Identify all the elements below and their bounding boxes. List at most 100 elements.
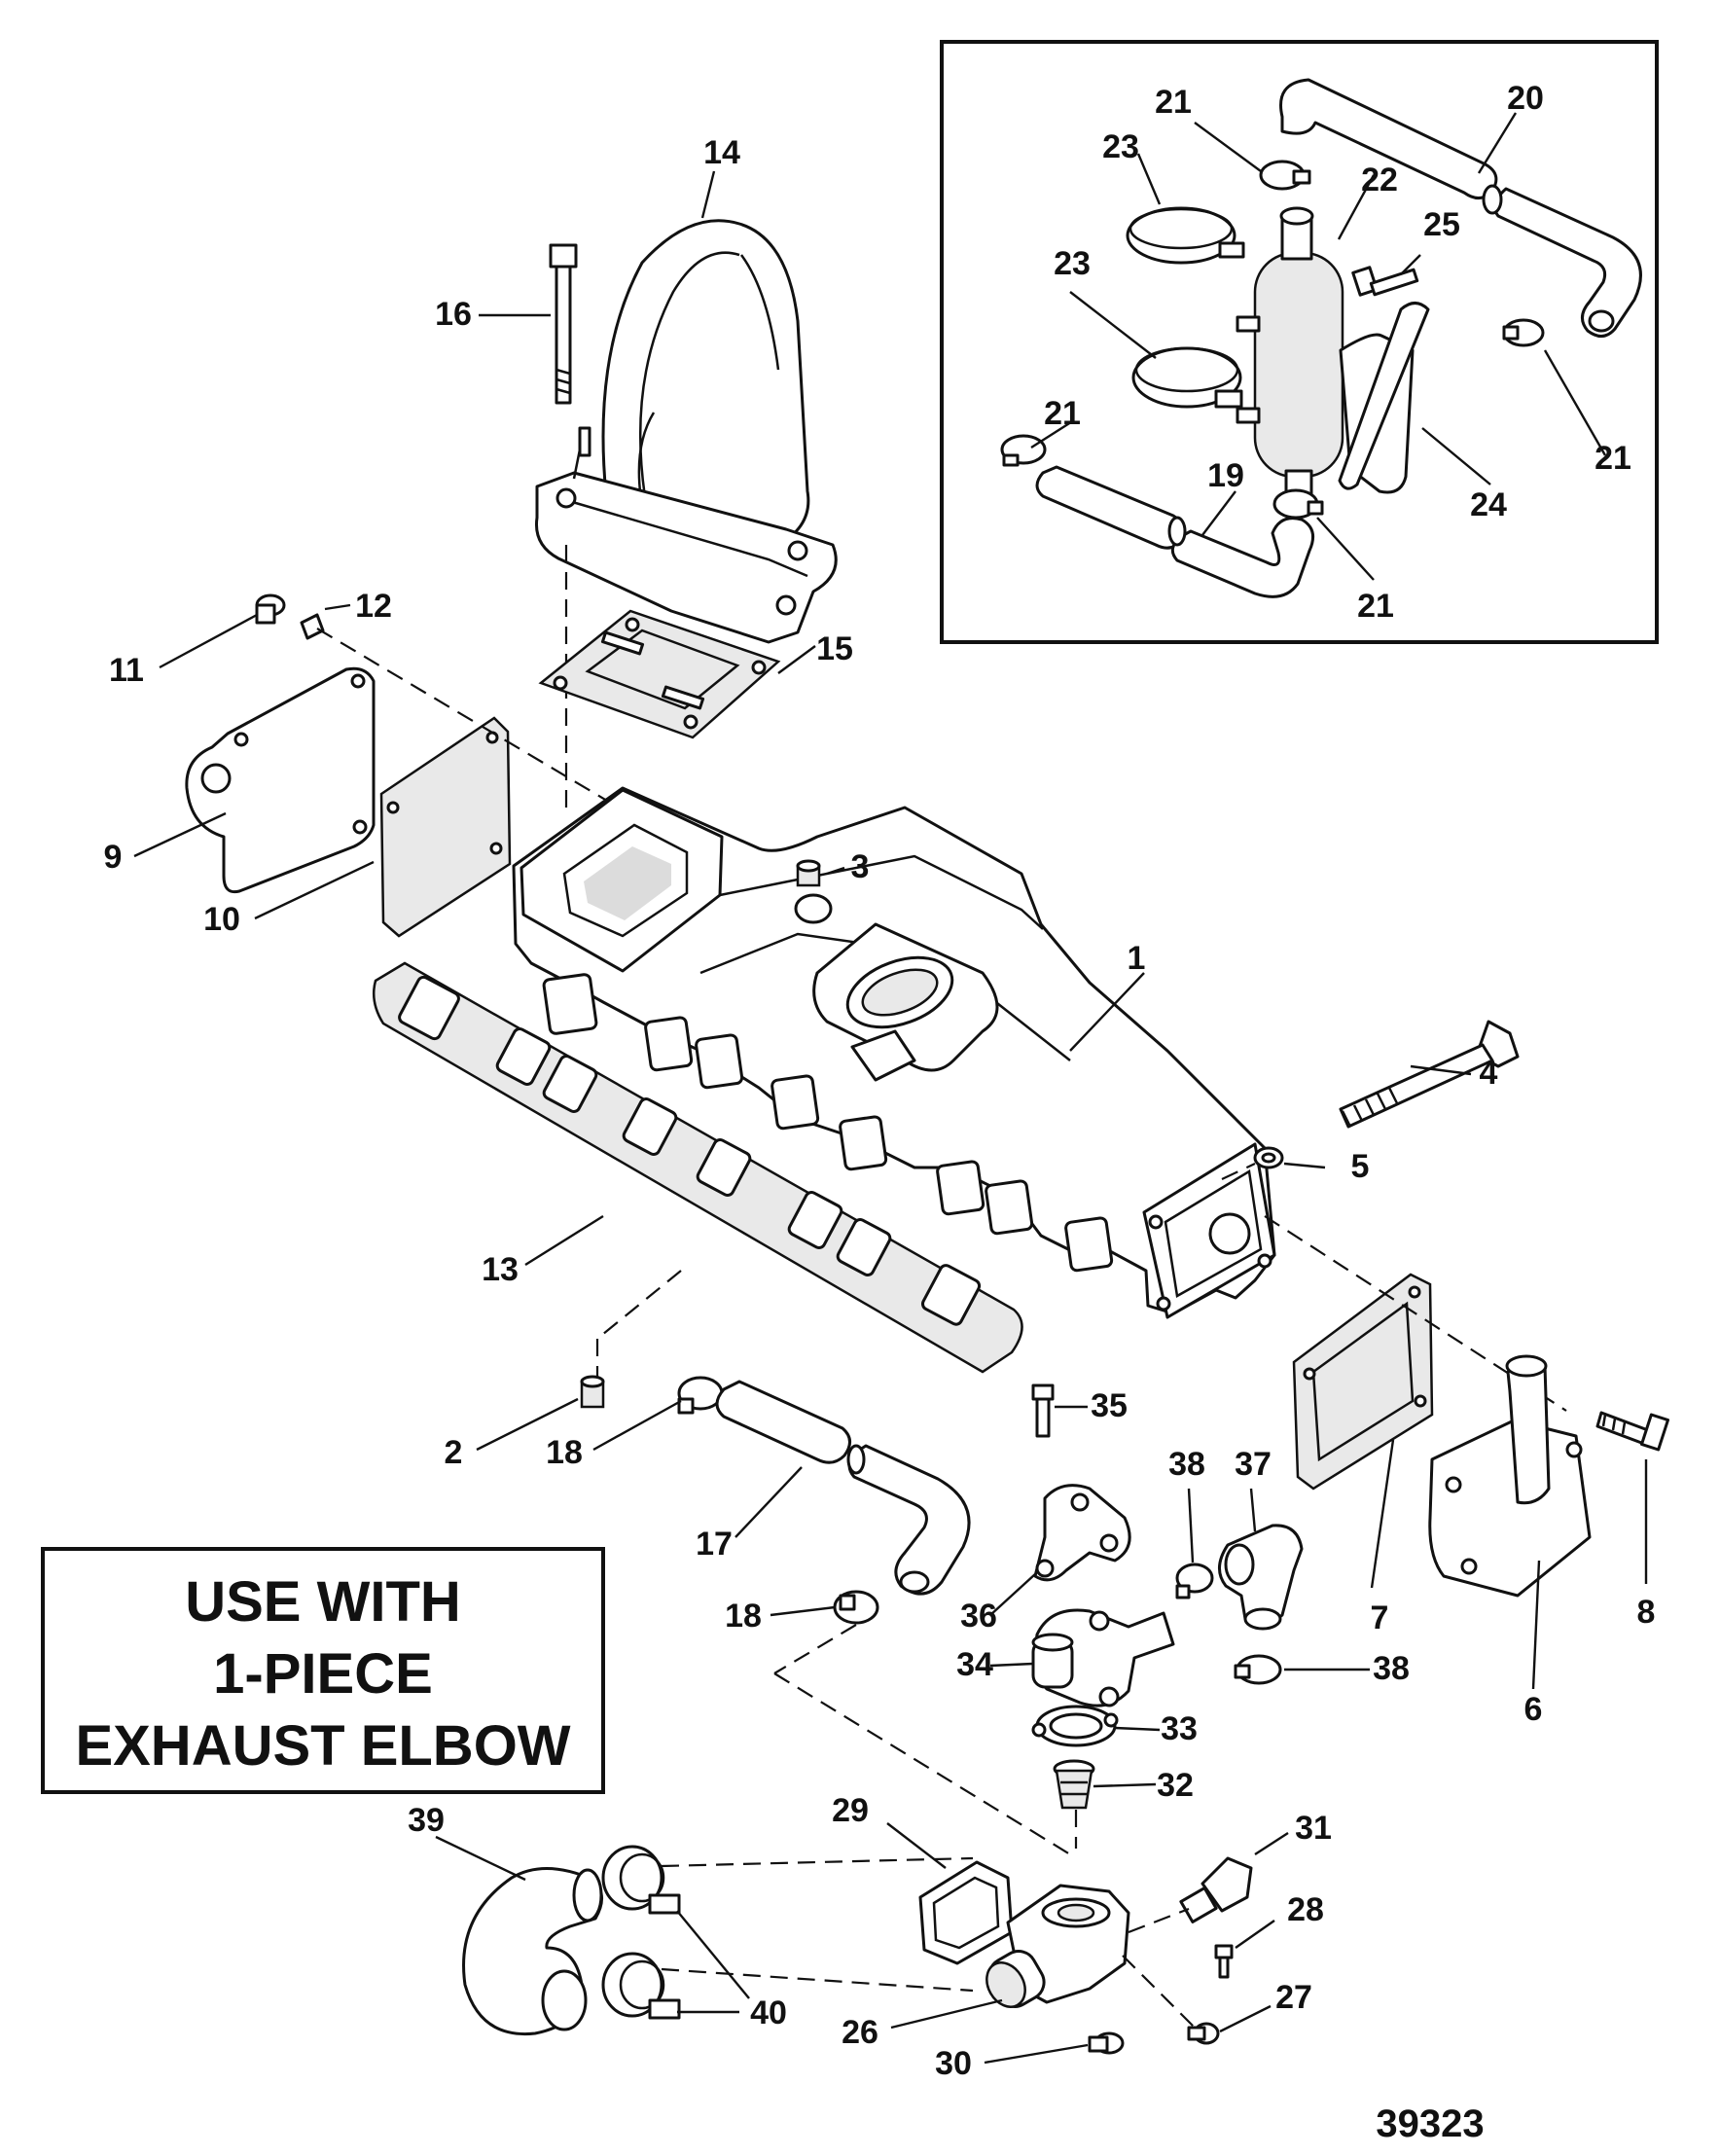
- figure-number: 39323: [1376, 2102, 1484, 2145]
- inset-panel: 21 22 20 23 25 23 21 19 21 24 21: [940, 40, 1659, 644]
- part-23-clamp-lower: [1131, 346, 1243, 409]
- part-29-gasket: [918, 1860, 1014, 1965]
- callout-30: 30: [935, 2045, 972, 2082]
- part-39-hose: [462, 1867, 603, 2036]
- part-7-gasket: [1292, 1273, 1434, 1491]
- part-36-bracket: [1033, 1484, 1131, 1582]
- callout-5: 5: [1351, 1148, 1370, 1185]
- part-31-fitting: [1179, 1856, 1253, 1923]
- part-40-clamp-lower: [601, 1952, 681, 2020]
- part-20-hose: [1279, 78, 1642, 338]
- callout-22: 22: [1361, 162, 1398, 198]
- callout-27: 27: [1275, 1979, 1312, 2016]
- part-4-bolt: [1339, 1020, 1520, 1129]
- callout-29: 29: [832, 1792, 869, 1829]
- part-15-gasket: [538, 609, 781, 739]
- callout-19: 19: [1207, 457, 1244, 494]
- manifold-ports: [542, 973, 1114, 1273]
- callout-13: 13: [482, 1251, 519, 1288]
- part-33-gasket: [1031, 1705, 1119, 1747]
- usage-note-box: [41, 1547, 605, 1794]
- callout-9: 9: [104, 839, 123, 876]
- part-21-clamp-top: [1259, 160, 1311, 191]
- callout-25: 25: [1423, 206, 1460, 243]
- callout-32: 32: [1157, 1767, 1194, 1804]
- callout-10: 10: [203, 901, 240, 938]
- part-38-clamp-lower: [1234, 1654, 1282, 1685]
- callout-2: 2: [445, 1434, 463, 1471]
- part-10-gasket: [379, 716, 512, 938]
- callout-33: 33: [1161, 1710, 1198, 1747]
- part-22-cooler: [1236, 206, 1344, 508]
- part-6-water-jacket-cover: [1428, 1354, 1592, 1598]
- part-5-washer: [1253, 1146, 1284, 1169]
- usage-note-line-3: EXHAUST ELBOW: [75, 1714, 570, 1778]
- callout-6: 6: [1524, 1691, 1543, 1728]
- part-18-clamp-upper: [677, 1376, 724, 1415]
- callout-39: 39: [408, 1802, 445, 1839]
- callout-4: 4: [1480, 1055, 1498, 1092]
- part-32-thermostat: [1053, 1759, 1095, 1810]
- callout-23-upper: 23: [1102, 128, 1139, 165]
- part-27-bolt: [1187, 2022, 1220, 2045]
- part-37-hose-elbow: [1218, 1524, 1304, 1631]
- part-38-clamp-upper: [1175, 1563, 1214, 1599]
- part-23-clamp-upper: [1126, 206, 1245, 265]
- part-21-clamp-right: [1502, 318, 1545, 347]
- callout-1: 1: [1128, 940, 1146, 977]
- part-21-clamp-left: [1000, 434, 1047, 467]
- part-3-plug: [796, 859, 821, 887]
- part-28-bolt: [1214, 1944, 1234, 1979]
- usage-note-line-2: 1-PIECE: [213, 1642, 433, 1706]
- part-14-exhaust-elbow: [534, 219, 838, 644]
- part-12-lockwasher: [300, 613, 325, 640]
- callout-21-right: 21: [1595, 440, 1631, 477]
- part-17-hose: [715, 1380, 971, 1596]
- callout-36: 36: [960, 1598, 997, 1635]
- callout-26: 26: [842, 2014, 878, 2051]
- part-24-bracket: [1338, 302, 1430, 494]
- callout-34: 34: [956, 1646, 993, 1683]
- callout-31: 31: [1295, 1810, 1332, 1847]
- part-26-thermostat-base: [985, 1884, 1130, 2008]
- callout-18-upper: 18: [546, 1434, 583, 1471]
- callout-21-bottom: 21: [1357, 588, 1394, 625]
- part-11-bolt: [255, 593, 286, 625]
- callout-21-top: 21: [1155, 84, 1192, 121]
- callout-7: 7: [1371, 1599, 1389, 1636]
- part-9-end-cover: [185, 666, 376, 894]
- callout-40: 40: [750, 1994, 787, 2031]
- part-19-hose: [1035, 465, 1315, 598]
- part-16-bolt: [549, 243, 578, 405]
- callout-24: 24: [1470, 486, 1507, 523]
- callout-37: 37: [1235, 1446, 1272, 1483]
- callout-20: 20: [1507, 80, 1544, 117]
- callout-8: 8: [1637, 1594, 1656, 1631]
- part-34-thermostat-housing: [1031, 1608, 1175, 1707]
- part-25-bolt: [1351, 266, 1419, 297]
- part-40-clamp-upper: [601, 1845, 681, 1915]
- callout-14: 14: [703, 134, 740, 171]
- callout-21-left: 21: [1044, 395, 1081, 432]
- usage-note: USE WITH 1-PIECE EXHAUST ELBOW: [41, 1547, 605, 1794]
- callout-16: 16: [435, 296, 472, 333]
- gasket-ports: [398, 975, 982, 1326]
- part-1-exhaust-manifold: [512, 786, 1276, 1319]
- part-2-plug: [580, 1375, 605, 1409]
- callout-38-lower: 38: [1373, 1650, 1410, 1687]
- callout-15: 15: [816, 630, 853, 667]
- callout-18-lower: 18: [725, 1598, 762, 1635]
- part-35-bolt: [1031, 1383, 1055, 1438]
- part-30-bolt: [1088, 2031, 1125, 2055]
- callout-23-lower: 23: [1054, 245, 1091, 282]
- callout-12: 12: [355, 588, 392, 625]
- callout-17: 17: [696, 1526, 733, 1563]
- callout-28: 28: [1287, 1891, 1324, 1928]
- callout-11: 11: [109, 652, 144, 689]
- usage-note-line-1: USE WITH: [185, 1570, 461, 1634]
- part-18-clamp-lower: [833, 1590, 879, 1625]
- part-13-manifold-gasket: [373, 961, 1023, 1374]
- callout-35: 35: [1091, 1387, 1128, 1424]
